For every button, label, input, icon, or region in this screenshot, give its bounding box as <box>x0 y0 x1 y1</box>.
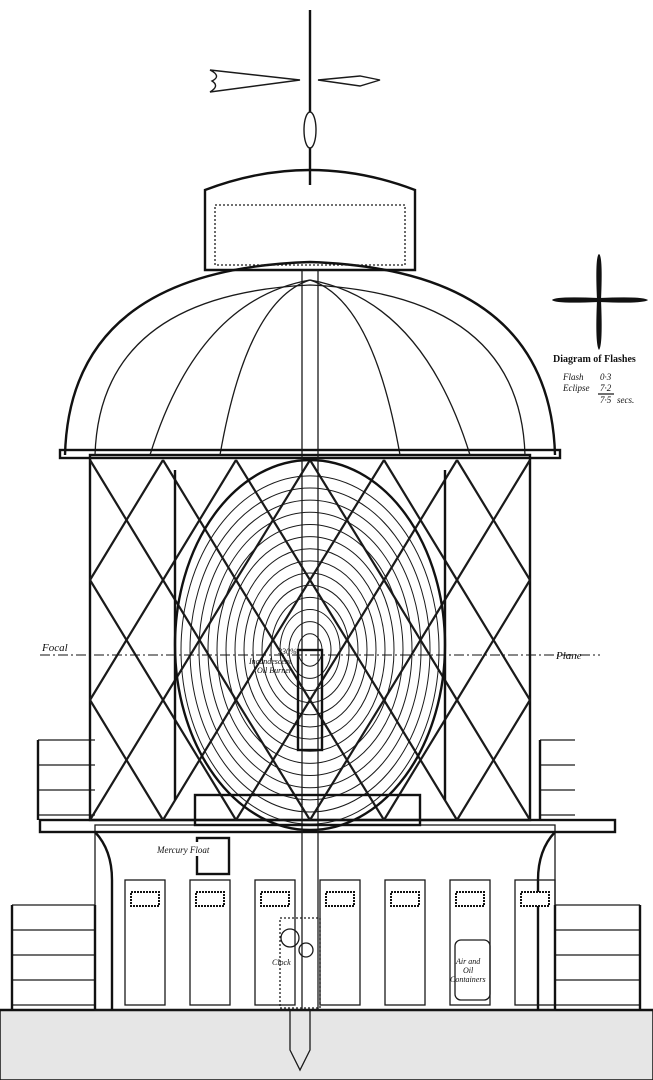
lens-prism-ring <box>198 499 422 801</box>
door-panel <box>254 879 296 1006</box>
dome-rib <box>309 279 471 456</box>
foundation <box>0 1009 653 1080</box>
lens-prism-ring <box>225 536 395 764</box>
astragal-diamond <box>89 699 164 821</box>
air-oil-container <box>454 939 491 1001</box>
clock-gear <box>280 928 300 948</box>
astragal-diamond <box>89 579 164 701</box>
eclipse-value: 7·2 <box>600 383 612 393</box>
mercury-float-label-bg <box>155 842 225 856</box>
dome-rib <box>309 279 401 456</box>
door-panel <box>384 879 426 1006</box>
focal-label: Focal <box>41 642 68 654</box>
clock-label: Clock <box>272 958 291 967</box>
lens-frame <box>173 470 447 800</box>
lens-prism-ring <box>243 560 377 740</box>
lens-prism-ring <box>252 572 368 728</box>
flash-diagram-title: Diagram of Flashes <box>553 354 636 365</box>
clock-gear <box>298 942 314 958</box>
eclipse-label: Eclipse <box>562 383 590 393</box>
dome-inner <box>94 284 526 456</box>
central-column <box>301 269 319 1011</box>
pedestal-columns <box>94 831 556 1010</box>
vent-grille <box>520 891 550 907</box>
total-value: 7·5 <box>600 395 612 405</box>
vent-grille <box>130 891 160 907</box>
lens-prism-ring <box>279 609 341 691</box>
lens-prism-ring <box>189 487 431 813</box>
containers-label-1: Air and <box>455 957 481 966</box>
vent-grille <box>390 891 420 907</box>
plane-label: Plane <box>555 650 582 662</box>
containers-label-3: Containers <box>450 975 486 984</box>
lens-prism-ring <box>270 596 350 704</box>
clockwork <box>279 917 321 1009</box>
door-panel <box>449 879 491 1006</box>
flash-value: 0·3 <box>600 372 612 382</box>
vent-grille <box>455 891 485 907</box>
lens-pedestal <box>193 793 422 827</box>
astragal-diamond <box>456 579 531 701</box>
ventilator-mesh <box>214 204 406 266</box>
lens-prism-ring <box>234 548 386 752</box>
flash-label: Flash <box>562 372 584 382</box>
lens-size-label: 330% <box>277 647 297 656</box>
flash-diagram-symbol <box>552 254 648 350</box>
door-panel <box>189 879 231 1006</box>
gallery-rail <box>58 448 562 460</box>
lens-prism-ring <box>288 621 332 679</box>
dome-rib <box>149 279 311 456</box>
astragal-diamond <box>456 459 531 581</box>
containers-label-2: Oil <box>463 966 474 975</box>
lens-prism-ring <box>207 511 413 789</box>
dome-rib <box>219 279 311 456</box>
weight-tube <box>289 1010 311 1072</box>
vent-grille <box>325 891 355 907</box>
mercury-float-label: Mercury Float <box>156 845 210 855</box>
lantern-glazing-frame <box>88 453 532 822</box>
total-unit: secs. <box>617 395 634 405</box>
lens-prism-ring <box>261 584 359 716</box>
ventilator-cap <box>203 168 417 272</box>
vent-grille <box>195 891 225 907</box>
burner-label-2: Oil Burner <box>257 666 293 675</box>
vent-grille <box>260 891 290 907</box>
door-panel <box>124 879 166 1006</box>
lantern-dome <box>63 260 557 456</box>
oil-burner <box>296 648 324 752</box>
weather-vane <box>209 10 381 185</box>
lighthouse-structure <box>0 168 653 1080</box>
astragal-diamond <box>456 699 531 821</box>
astragal-diamond <box>89 459 164 581</box>
lens-panel <box>173 458 447 832</box>
burner-label-1: Incandescent <box>248 657 292 666</box>
lens-prism-ring <box>216 523 404 777</box>
